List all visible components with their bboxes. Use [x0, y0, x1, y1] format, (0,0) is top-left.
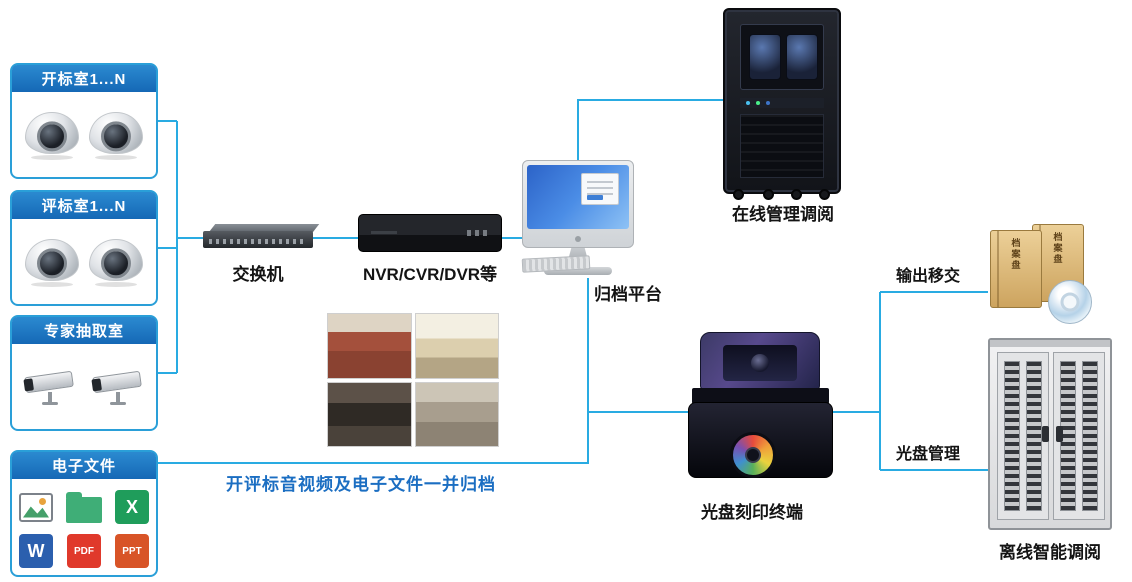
printed-disc-icon: [730, 432, 776, 478]
room-photos-grid: [327, 313, 499, 447]
cd-disc-icon: [1048, 280, 1092, 324]
archive-folders: 档案盘 档案盘: [988, 224, 1120, 332]
platform-label: 归档平台: [594, 285, 662, 304]
dome-camera-icon: [25, 239, 79, 287]
camera-row: [12, 219, 156, 287]
cabinet-door-left: [997, 352, 1049, 520]
pdf-file-icon: PDF: [67, 534, 101, 568]
disc-management-label: 光盘管理: [896, 446, 961, 463]
dome-camera-icon: [89, 239, 143, 287]
room-box-header: 评标室1...N: [12, 192, 156, 219]
nvr-label: NVR/CVR/DVR等: [362, 265, 498, 284]
switch-label: 交换机: [232, 265, 284, 284]
word-file-icon: W: [19, 534, 53, 568]
printer-label: 光盘刻印终端: [701, 503, 803, 522]
output-transfer-label: 输出移交: [896, 268, 961, 285]
files-box-header: 电子文件: [12, 452, 156, 479]
room-box-header: 开标室1...N: [12, 65, 156, 92]
disc-printer: [688, 332, 833, 482]
excel-file-icon: X: [115, 490, 149, 524]
folder-icon: [66, 492, 102, 523]
archive-folder-icon: 档案盘: [990, 230, 1042, 308]
dome-camera-icon: [89, 112, 143, 160]
network-switch: [203, 224, 320, 250]
online-server-rack: [723, 8, 841, 200]
offline-cabinet: [988, 338, 1112, 530]
room-photo-2: [414, 313, 499, 379]
room-box-expert-selection: 专家抽取室: [10, 315, 158, 431]
files-box: 电子文件 X W PDF PPT: [10, 450, 158, 577]
room-box-header: 专家抽取室: [12, 317, 156, 344]
room-photo-1: [327, 313, 412, 379]
login-window: [581, 173, 619, 205]
cabinet-handle: [1042, 426, 1049, 442]
monitor-screen: [527, 165, 629, 229]
cabinet-handle: [1056, 426, 1063, 442]
room-photo-4: [414, 381, 499, 447]
room-box-bid-evaluation: 评标室1...N: [10, 190, 158, 306]
room-photo-3: [327, 381, 412, 447]
offline-label: 离线智能调阅: [999, 543, 1101, 562]
folder-text: 档案盘: [1052, 232, 1063, 265]
cabinet-door-right: [1053, 352, 1105, 520]
folder-text: 档案盘: [1010, 238, 1021, 271]
archive-note: 开评标音视频及电子文件一并归档: [226, 475, 496, 494]
archive-platform-monitor: [521, 160, 634, 290]
ppt-file-icon: PPT: [115, 534, 149, 568]
camera-row: [12, 92, 156, 160]
dome-camera-icon: [25, 112, 79, 160]
bullet-camera-icon: [21, 364, 79, 410]
camera-row: [12, 344, 156, 410]
bullet-camera-icon: [89, 364, 147, 410]
image-file-icon: [19, 492, 53, 522]
online-label: 在线管理调阅: [732, 205, 834, 224]
room-box-bid-opening: 开标室1...N: [10, 63, 158, 179]
nvr-device: [358, 214, 502, 252]
file-icon-grid: X W PDF PPT: [12, 479, 156, 569]
monitor-frame: [522, 160, 634, 248]
